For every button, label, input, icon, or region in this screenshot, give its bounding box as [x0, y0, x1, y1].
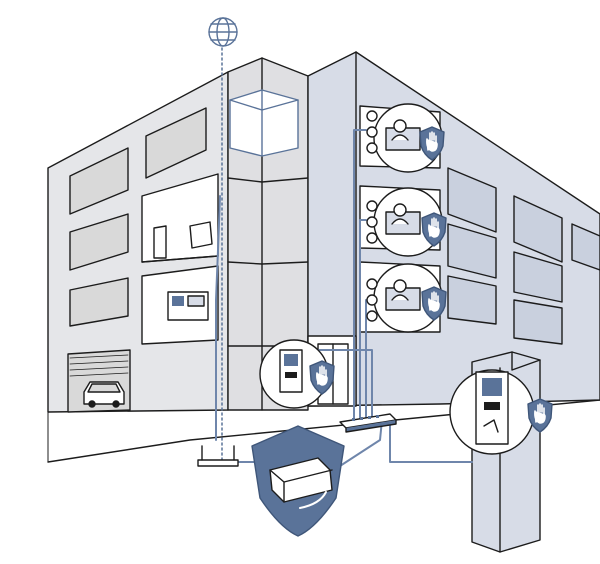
indoor-station-3	[366, 263, 447, 333]
handset-icon	[366, 310, 378, 322]
car-icon	[83, 381, 125, 408]
speaker-icon	[366, 294, 378, 306]
network-switch-icon	[339, 413, 397, 433]
gateway-shield	[251, 425, 345, 537]
building-tower	[227, 57, 309, 411]
router-icon	[197, 445, 239, 467]
camera-icon	[366, 200, 378, 212]
handset-icon	[366, 142, 378, 154]
indoor-station-2	[366, 187, 447, 257]
outdoor-panel-callout	[449, 369, 553, 455]
office-device-icon	[153, 221, 213, 259]
speaker-icon	[366, 126, 378, 138]
handset-icon	[366, 232, 378, 244]
building-right	[307, 51, 600, 407]
entrance-keypad-callout	[259, 339, 335, 409]
indoor-station-1	[366, 103, 445, 173]
camera-icon	[366, 278, 378, 290]
globe-icon	[208, 17, 238, 47]
camera-icon	[366, 110, 378, 122]
cabling	[215, 47, 473, 467]
speaker-icon	[366, 216, 378, 228]
wall-monitor-icon	[167, 291, 209, 321]
